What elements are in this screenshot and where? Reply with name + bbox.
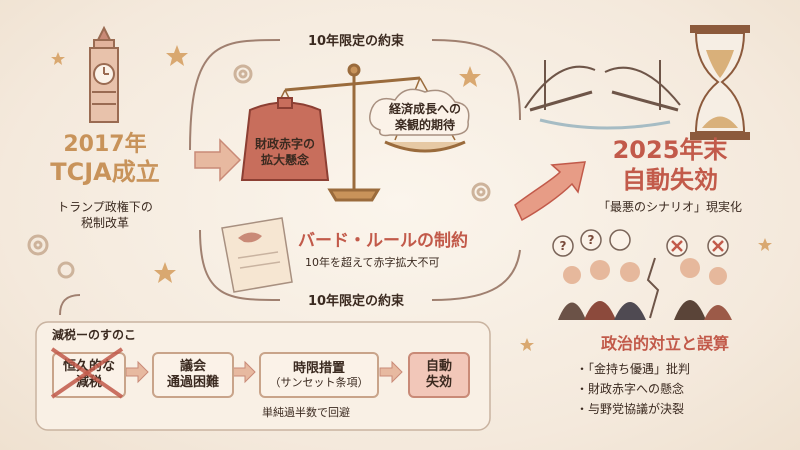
box2-line1: 議会 [179,359,206,375]
speech-bubble-icon [552,229,729,257]
end-event: 自動失効 [622,166,718,194]
weight-icon [240,97,330,181]
hard-to-pass-box: 議会通過困難 [152,352,234,398]
sunset-clause-box: 時限措置（サンセット条項） [259,352,379,398]
question-mark-icon: ? [588,233,595,247]
growth-label-line2: 楽観的期待 [394,118,455,132]
conflict-bullet: ・与野党協議が決裂 [576,402,685,416]
flow-arrows [59,39,521,316]
hourglass-icon [690,25,750,140]
flow-title: 減税ーのすのこ [52,328,137,342]
x-mark-icon [671,240,724,252]
cloud-icon [369,88,470,137]
deficit-label-line1: 財政赤字の [254,137,315,151]
byrd-rule-subtitle: 10年を超えて赤字拡大不可 [305,256,440,269]
start-year: 2017年 [63,132,147,157]
cross-out-icon [50,347,124,399]
box3-line1: 時限措置 [292,360,345,376]
arguing-people-illustration [558,257,732,320]
box3-line2: （サンセット条項） [269,376,369,390]
question-mark-icon: ? [560,239,567,253]
conflict-title: 政治的対立と誤算 [600,334,729,353]
byrd-rule-title: バード・ルールの制約 [298,231,468,251]
flow-note: 単純過半数で回避 [262,406,350,419]
conflict-bullet: ・「金持ち優遇」批判 [576,362,691,376]
deficit-label-line2: 拡大懸念 [260,153,309,167]
start-event: TCJA成立 [50,158,160,186]
star-icon [51,45,772,351]
clock-tower-icon [89,25,119,123]
start-subtitle-line2: 税制改革 [80,216,129,230]
box2-line2: 通過困難 [166,375,219,390]
end-year: 2025年末 [612,136,728,164]
gear-icon [27,64,491,279]
conflict-bullet: ・財政赤字への懸念 [576,382,685,396]
start-subtitle-line1: トランプ政権下の [57,200,153,214]
broken-bridge-icon [524,60,681,130]
box4-line2: 失効 [425,375,452,390]
end-subtitle: 「最悪のシナリオ」現実化 [597,200,742,214]
arrow-right-icon [194,138,242,182]
growth-label-line1: 経済成長への [388,102,461,116]
top-promise-label: 10年限定の約束 [307,34,405,49]
flow-step-arrows [125,360,403,384]
scroll-icon [221,217,293,293]
arrow-right-icon [514,161,586,222]
auto-expire-box: 自動失効 [408,352,470,398]
box4-line1: 自動 [425,359,452,375]
bottom-promise-label: 10年限定の約束 [307,294,405,309]
